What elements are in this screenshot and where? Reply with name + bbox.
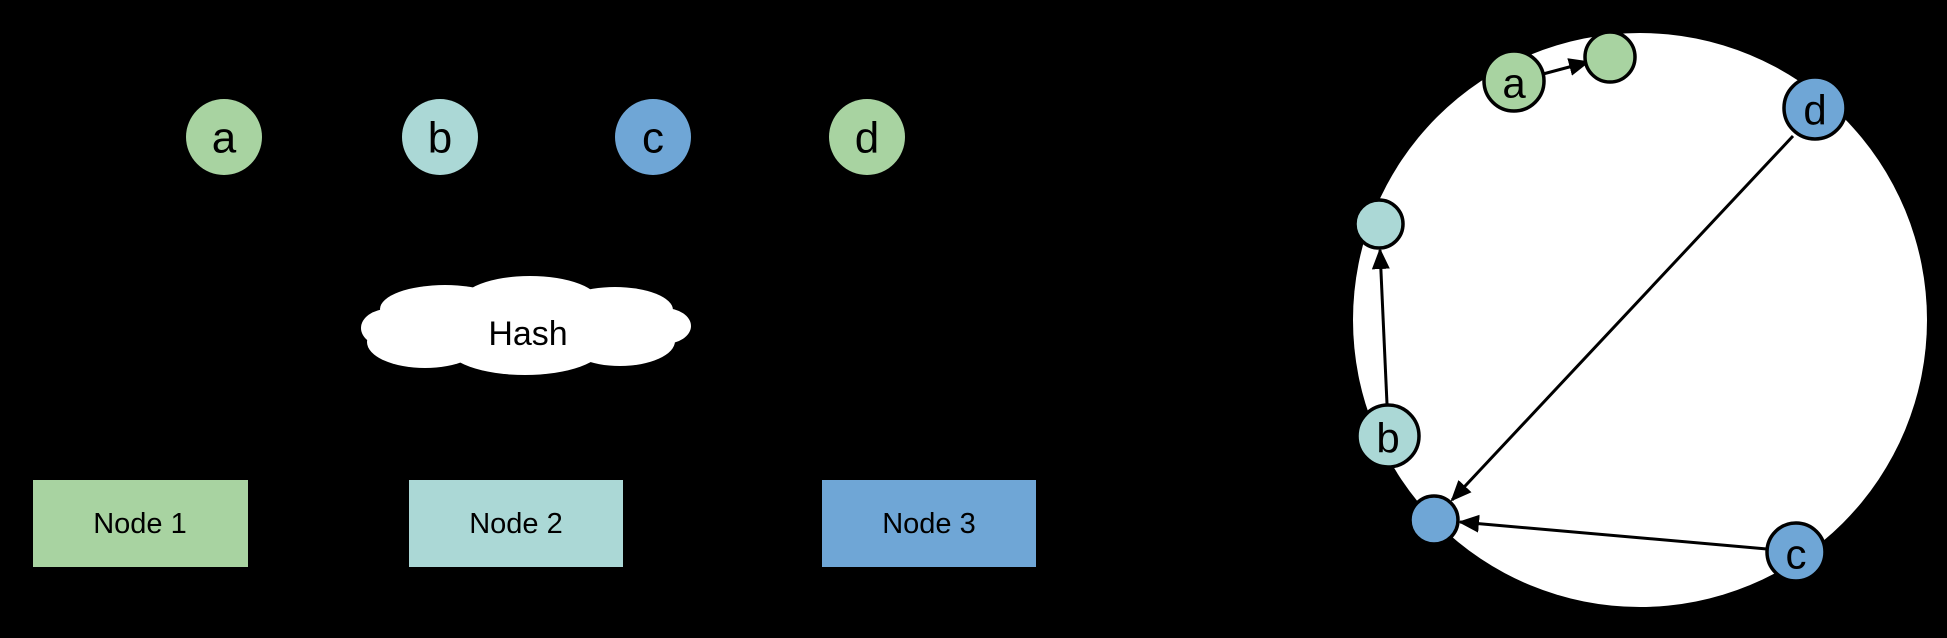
key-circle-d xyxy=(829,99,905,175)
key-circle-b xyxy=(402,99,478,175)
ring-node-point-3 xyxy=(1408,494,1460,546)
cloud-shape-icon xyxy=(361,276,691,375)
hash-cloud-label: Hash xyxy=(488,315,567,353)
assignment-arrow-c xyxy=(1458,514,1768,553)
ring-node-point-2 xyxy=(1353,198,1405,250)
node-box-1 xyxy=(33,480,248,567)
node-label-3: Node 3 xyxy=(882,508,976,540)
ring-key-circle-a xyxy=(1482,49,1546,113)
node-label-2: Node 2 xyxy=(469,508,563,540)
key-circle-a xyxy=(186,99,262,175)
key-label-a: a xyxy=(212,113,237,162)
ring-key-circle-d xyxy=(1782,75,1848,141)
ring-circle xyxy=(1353,33,1927,607)
node-label-1: Node 1 xyxy=(93,508,187,540)
hash-cloud: Hash xyxy=(361,276,691,375)
ring-key-circle-c xyxy=(1765,521,1827,583)
hash-ring: a b c d xyxy=(1353,30,1927,607)
assignment-arrow-b xyxy=(1371,248,1391,405)
key-label-b: b xyxy=(428,113,452,162)
keys-row: a b c d xyxy=(186,99,905,175)
nodes-row: Node 1 Node 2 Node 3 xyxy=(33,480,1036,567)
ring-key-circle-b xyxy=(1355,403,1421,469)
ring-key-label-c: c xyxy=(1786,531,1807,578)
node-box-2 xyxy=(409,480,623,567)
assignment-arrow-d xyxy=(1449,133,1796,503)
ring-key-label-a: a xyxy=(1502,60,1526,107)
key-label-d: d xyxy=(855,113,879,162)
node-box-3 xyxy=(822,480,1036,567)
ring-key-label-b: b xyxy=(1376,415,1399,462)
assignment-arrow-a xyxy=(1541,58,1590,78)
key-circle-c xyxy=(615,99,691,175)
ring-key-label-d: d xyxy=(1803,87,1826,134)
key-label-c: c xyxy=(642,113,664,162)
ring-node-point-1 xyxy=(1583,30,1637,84)
